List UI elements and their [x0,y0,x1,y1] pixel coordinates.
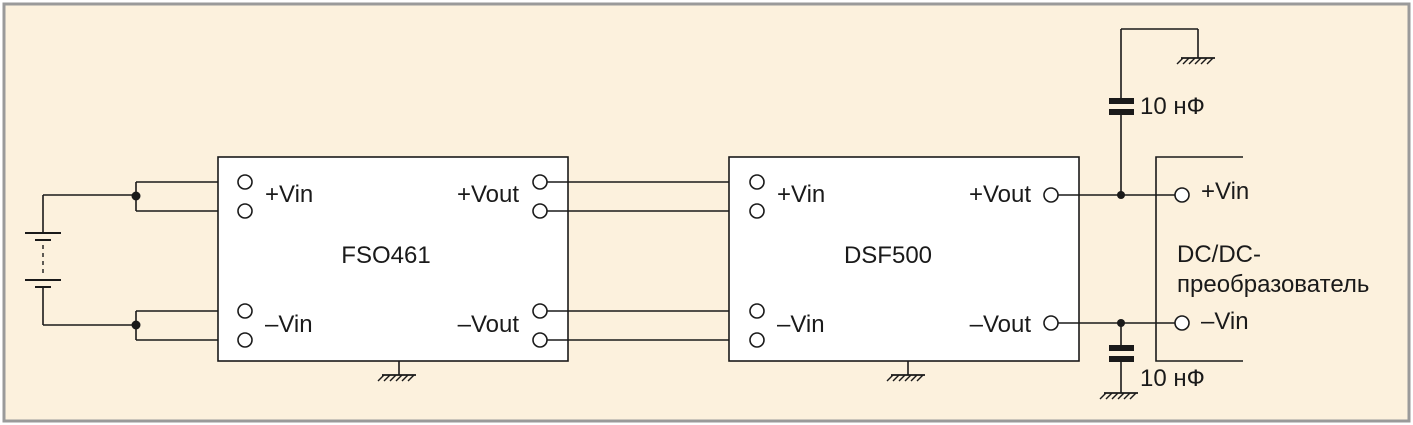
dcdc-converter-block: +Vin –Vin DC/DC- преобразователь [1155,156,1369,362]
ground-icon [1099,392,1138,400]
dsf500-out-neg-label: –Vout [970,311,1032,338]
pin-circle [532,203,548,219]
battery-source [25,194,136,326]
dsf500-in-pos-label: +Vin [777,181,825,208]
pin-circle [532,174,548,190]
pin-circle [1043,315,1059,331]
top-capacitor: 10 нФ [1109,28,1215,195]
junction-dot [131,320,141,330]
pin-circle [1174,315,1190,331]
pin-circle [237,203,253,219]
top-capacitor-label: 10 нФ [1140,93,1205,120]
capacitor-plate [1109,98,1134,104]
bottom-capacitor-label: 10 нФ [1140,365,1205,392]
dsf500-out-pos-label: +Vout [969,181,1031,208]
capacitor-plate [1109,356,1134,362]
fso461-title: FSO461 [341,242,430,269]
input-wiring [131,181,236,341]
pin-circle [237,174,253,190]
pin-circle [532,332,548,348]
interconnect-wires [547,181,750,341]
ground-icon [886,374,925,382]
pin-circle [532,303,548,319]
pin-circle [749,303,765,319]
ground-icon [1176,57,1215,65]
dsf500-block: +Vin –Vin +Vout –Vout DSF500 [728,156,1080,382]
dsf500-title: DSF500 [844,242,932,269]
capacitor-plate [1109,109,1134,115]
pin-circle [1043,187,1059,203]
pin-circle [749,332,765,348]
capacitor-plate [1109,345,1134,351]
dcdc-title-line1: DC/DC- [1177,241,1261,268]
dcdc-title-line2: преобразователь [1177,271,1369,298]
pin-circle [237,332,253,348]
pin-circle [1174,187,1190,203]
fso461-in-pos-label: +Vin [265,181,313,208]
dcdc-in-pos-label: +Vin [1201,178,1249,205]
fso461-out-pos-label: +Vout [457,181,519,208]
ground-icon [377,374,416,382]
junction-dot [131,191,141,201]
fso461-in-neg-label: –Vin [265,311,313,338]
pin-circle [749,203,765,219]
fso461-out-neg-label: –Vout [458,311,520,338]
dsf500-in-neg-label: –Vin [777,311,825,338]
pin-circle [237,303,253,319]
dcdc-in-neg-label: –Vin [1201,308,1249,335]
pin-circle [749,174,765,190]
fso461-block: +Vin –Vin +Vout –Vout FSO461 [217,156,569,382]
bottom-capacitor: 10 нФ [1099,323,1205,400]
